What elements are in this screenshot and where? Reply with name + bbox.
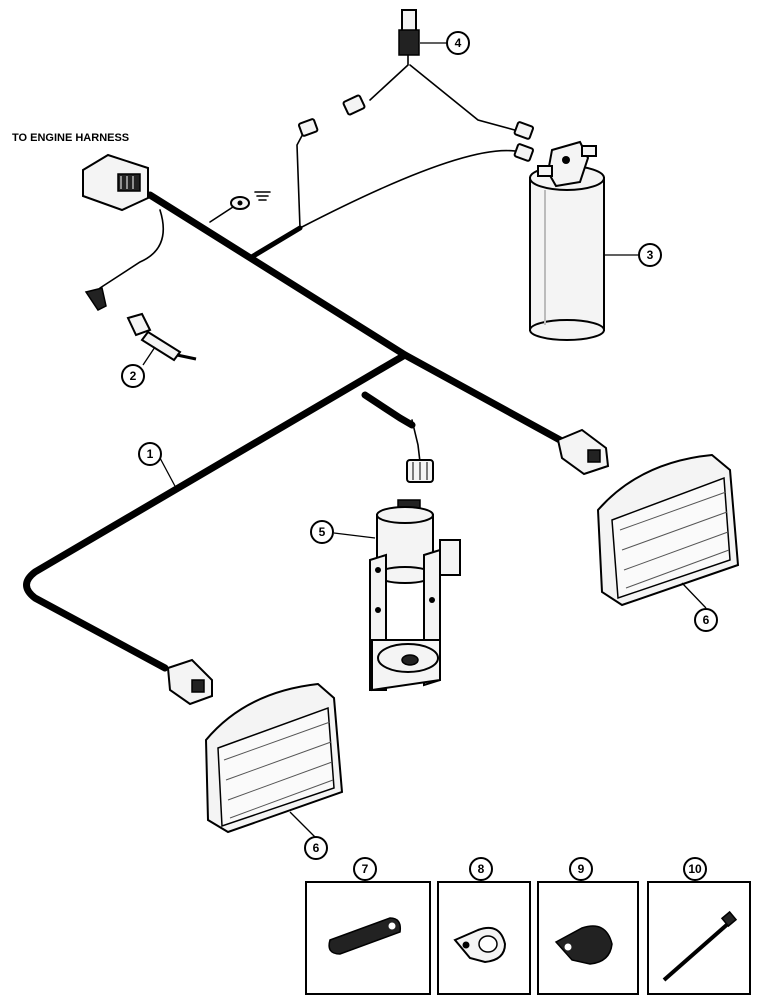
callout-2-label: 2 <box>130 369 137 383</box>
hardware-leaders <box>364 880 696 882</box>
callout-6-right: 6 <box>694 608 718 632</box>
callout-5-label: 5 <box>319 525 326 539</box>
callout-6-left-label: 6 <box>313 841 320 855</box>
callout-3: 3 <box>638 243 662 267</box>
callout-10: 10 <box>683 857 707 881</box>
callout-4-label: 4 <box>455 36 462 50</box>
left-headlight-connector <box>166 658 213 706</box>
flasher-connector <box>406 459 434 483</box>
callout-10-label: 10 <box>688 862 702 876</box>
callout-2: 2 <box>121 364 145 388</box>
leader-lines <box>142 42 707 839</box>
elbow-boot-connector <box>84 287 107 311</box>
engine-harness-label: TO ENGINE HARNESS <box>12 132 129 144</box>
temperature-sender <box>126 312 197 362</box>
receiver-drier <box>529 140 605 341</box>
right-headlight <box>596 453 740 607</box>
callout-8-label: 8 <box>478 862 485 876</box>
main-wiring-harness <box>23 129 564 672</box>
callout-4: 4 <box>446 31 470 55</box>
pressure-switch <box>297 9 535 162</box>
callout-7-label: 7 <box>362 862 369 876</box>
engine-harness-connector <box>82 153 149 212</box>
callout-6-left: 6 <box>304 836 328 860</box>
callout-9: 9 <box>569 857 593 881</box>
clip-box-7 <box>305 881 431 995</box>
callout-8: 8 <box>469 857 493 881</box>
left-headlight <box>204 682 344 834</box>
flasher-unit <box>369 499 461 692</box>
callout-6-right-label: 6 <box>703 613 710 627</box>
callout-1-label: 1 <box>147 447 154 461</box>
ground-terminal <box>230 191 271 210</box>
callout-9-label: 9 <box>578 862 585 876</box>
callout-5: 5 <box>310 520 334 544</box>
right-headlight-connector <box>556 428 610 476</box>
callout-1: 1 <box>138 442 162 466</box>
cable-tie-box-10 <box>647 881 751 995</box>
callout-3-label: 3 <box>647 248 654 262</box>
clamp-box-9 <box>537 881 639 995</box>
callout-7: 7 <box>353 857 377 881</box>
clamp-box-8 <box>437 881 531 995</box>
